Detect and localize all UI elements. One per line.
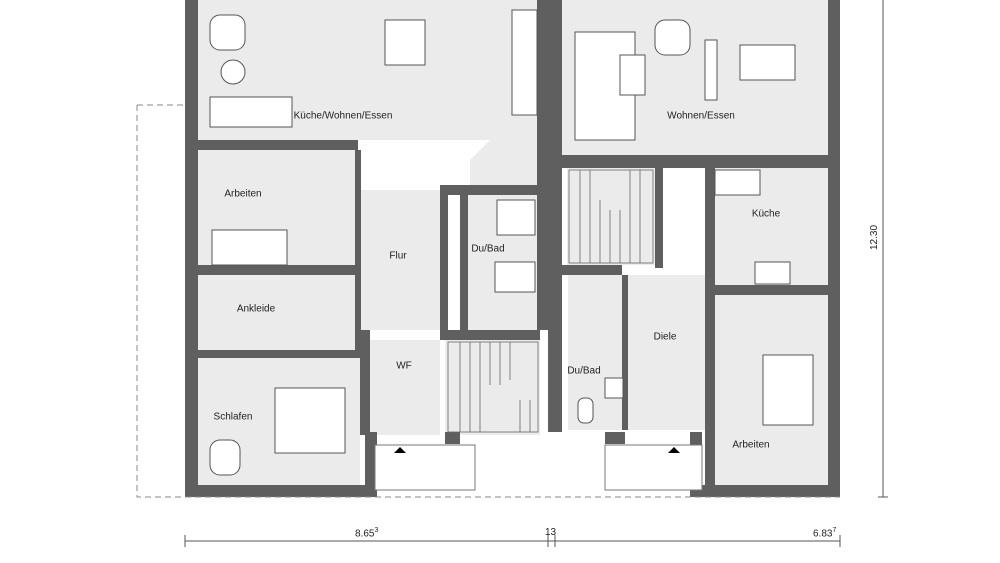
terrace-outline [136, 104, 840, 498]
dimension-depth: 12.30 [869, 224, 881, 251]
dimension-superscript: 7 [832, 527, 837, 534]
room-label-office-left: Arbeiten [224, 188, 262, 200]
entrance-arrow-icon [394, 447, 406, 453]
staircases [447, 169, 654, 433]
furniture [209, 9, 814, 476]
room-label-kitchen-living-dining: Küche/Wohnen/Essen [293, 110, 393, 122]
room-label-kitchen: Küche [751, 208, 781, 220]
dimension-value: 6.83 [813, 528, 833, 540]
dimension-value: 8.65 [355, 528, 375, 540]
room-label-hall: Flur [389, 250, 407, 262]
dimension-left-width: 8.653 [355, 527, 378, 539]
entrance-arrow-icon [668, 447, 680, 453]
room-label-wf: WF [396, 360, 412, 372]
room-label-bedroom: Schlafen [213, 411, 253, 423]
dimension-superscript: 3 [374, 527, 379, 534]
room-label-bath-right: Du/Bad [567, 365, 601, 377]
room-label-office-right: Arbeiten [732, 439, 770, 451]
dimension-right-width: 6.837 [813, 527, 836, 539]
dimension-lines [184, 0, 888, 547]
room-label-bath-left: Du/Bad [471, 243, 505, 255]
room-label-diele: Diele [653, 331, 677, 343]
walls [185, 0, 840, 497]
dimension-wall-gap: 13 [545, 527, 557, 538]
entrance-canopies [374, 444, 703, 491]
room-label-living-dining: Wohnen/Essen [667, 110, 735, 122]
room-label-dressing: Ankleide [236, 303, 276, 315]
